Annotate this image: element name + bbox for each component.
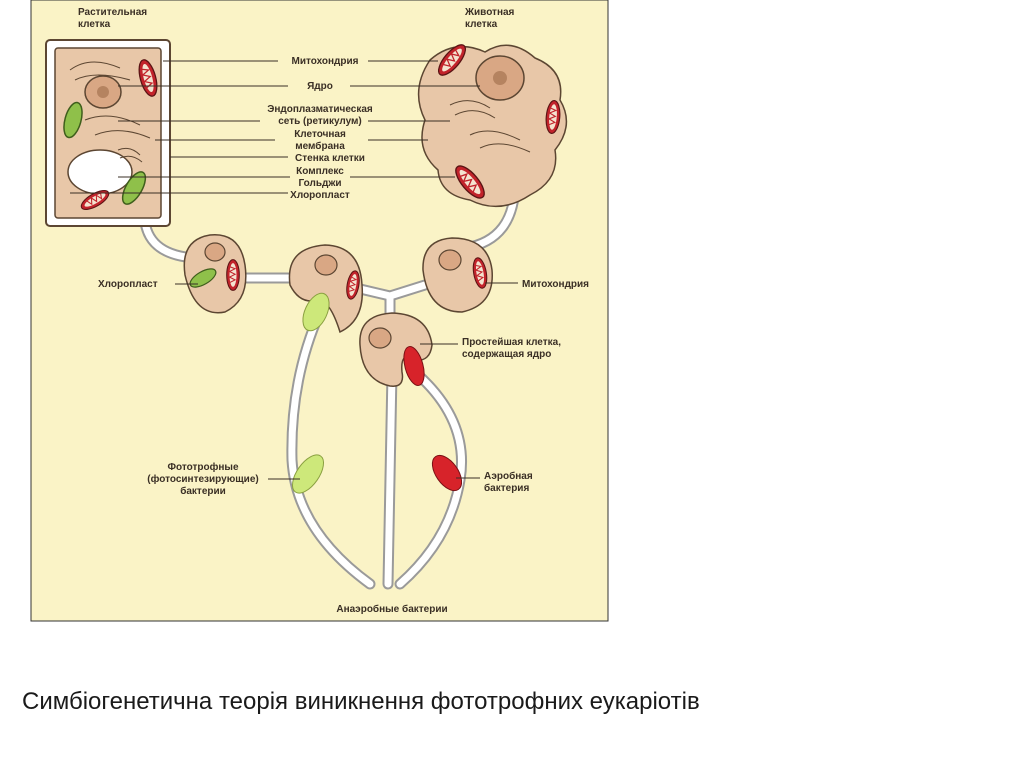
label-nucleus: Ядро <box>307 81 333 92</box>
animal-cell <box>417 40 568 208</box>
intermediate-cell-center <box>288 244 364 334</box>
label-aerobic-2: бактерия <box>484 482 529 494</box>
plant-cell <box>45 39 171 227</box>
leader-lines <box>70 60 518 480</box>
label-er-2: сеть (ретикулум) <box>278 116 362 127</box>
engulfed-red-bacterium <box>403 346 425 386</box>
aerobic-bacterium <box>431 454 463 492</box>
slide-caption: Симбіогенетична теорія виникнення фототр… <box>22 688 700 715</box>
intermediate-cell-left <box>183 234 247 314</box>
label-chloroplast-left: Хлоропласт <box>98 279 158 290</box>
protozoan-cell <box>359 312 433 387</box>
label-protozoan-2: содержащая ядро <box>462 349 551 360</box>
label-cell-membrane: Клеточная <box>294 129 346 140</box>
label-phototrophic-2: (фотосинтезирующие) <box>147 473 258 485</box>
intermediate-cell-right <box>422 237 493 313</box>
label-plant-cell-2: клетка <box>78 19 111 30</box>
label-phototrophic-3: бактерии <box>180 485 226 497</box>
label-golgi-2: Гольджи <box>298 178 341 189</box>
label-golgi: Комплекс <box>296 166 344 177</box>
label-aerobic: Аэробная <box>484 470 533 482</box>
label-mitochondria-top: Митохондрия <box>291 56 358 67</box>
label-plant-cell: Растительная <box>78 7 147 18</box>
plant-vacuole <box>67 149 133 195</box>
label-animal-cell: Животная <box>464 7 515 18</box>
label-anaerobic: Анаэробные бактерии <box>336 603 447 615</box>
label-cell-wall: Стенка клетки <box>295 153 365 164</box>
label-mitochondria-right: Митохондрия <box>522 279 589 290</box>
label-protozoan: Простейшая клетка, <box>462 337 561 348</box>
label-chloroplast-top: Хлоропласт <box>290 190 350 201</box>
label-er: Эндоплазматическая <box>267 104 373 115</box>
label-animal-cell-2: клетка <box>465 19 498 30</box>
phototrophic-bacterium <box>291 454 325 494</box>
engulfed-green-bacterium <box>302 292 330 332</box>
label-phototrophic: Фототрофные <box>167 461 238 473</box>
label-cell-membrane-2: мембрана <box>295 140 345 152</box>
diagram-labels: Растительная клетка Животная клетка Мито… <box>78 7 589 615</box>
